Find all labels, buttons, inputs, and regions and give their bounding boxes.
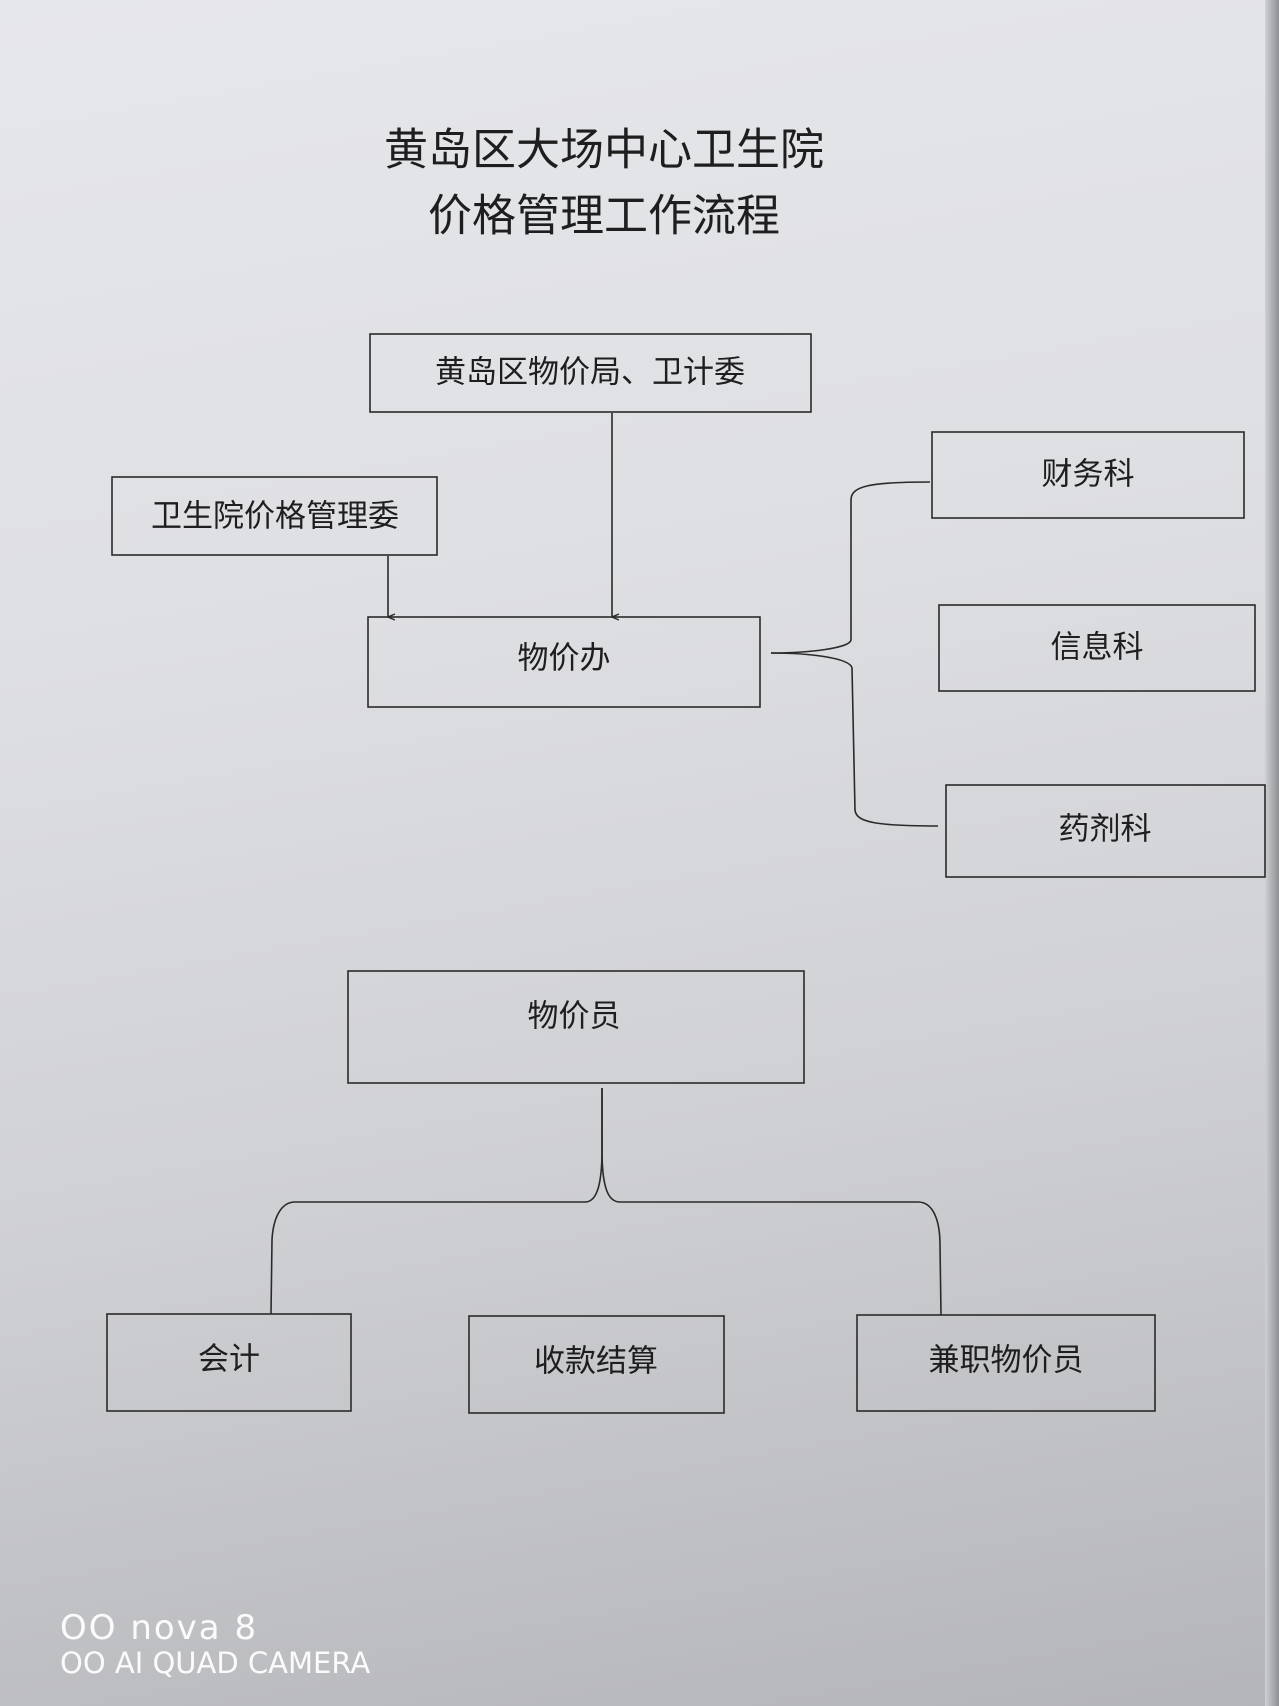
committee-box <box>111 476 438 556</box>
price-officer-box <box>347 970 805 1084</box>
part-time-label: 兼职物价员 <box>929 1343 1084 1379</box>
price-office-label: 物价办 <box>518 641 611 677</box>
brace-right <box>601 1088 942 1316</box>
committee-label: 卫生院价格管理委 <box>151 499 399 535</box>
brace-left <box>270 1088 603 1315</box>
camera-watermark-line-2: OO AI QUAD CAMERA <box>60 1646 371 1680</box>
bureau-box <box>369 333 812 413</box>
pharmacy-label: 药剂科 <box>1059 812 1152 848</box>
cashier-label: 收款结算 <box>534 1344 658 1380</box>
bureau-label: 黄岛区物价局、卫计委 <box>435 355 745 391</box>
brace-lower <box>770 652 939 827</box>
info-label: 信息科 <box>1051 630 1144 666</box>
finance-label: 财务科 <box>1042 457 1135 493</box>
finance-box <box>931 431 1245 519</box>
cashier-box <box>468 1315 725 1414</box>
price-office-box <box>367 616 761 708</box>
camera-watermark-line-1: OO nova 8 <box>60 1608 259 1648</box>
info-box <box>938 604 1256 692</box>
brace-upper <box>770 481 931 654</box>
page-edge-shadow <box>1265 0 1279 1706</box>
accounting-box <box>106 1313 352 1412</box>
pharmacy-box <box>945 784 1266 878</box>
accounting-label: 会计 <box>198 1342 260 1378</box>
title-line-1: 黄岛区大场中心卫生院 <box>384 125 824 176</box>
part-time-box <box>856 1314 1156 1412</box>
price-officer-label: 物价员 <box>528 999 621 1035</box>
title-line-2: 价格管理工作流程 <box>428 191 780 242</box>
